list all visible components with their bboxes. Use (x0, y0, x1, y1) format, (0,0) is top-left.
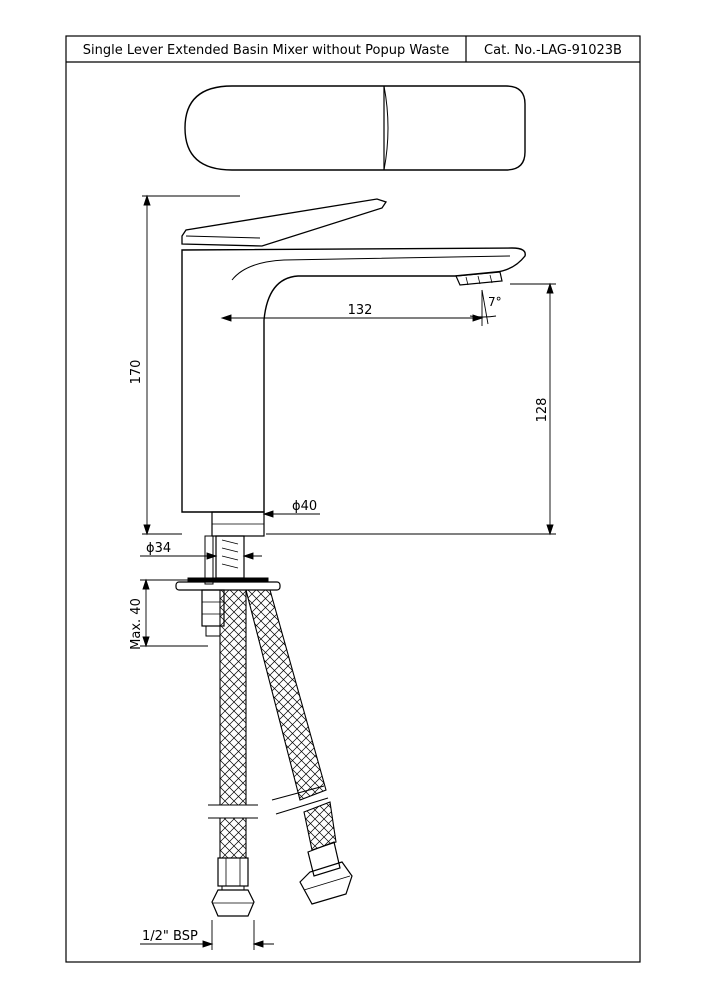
flexible-hoses (208, 589, 353, 917)
dim-height-170: 170 (129, 360, 144, 385)
dim-connection-bsp: 1/2" BSP (142, 929, 198, 944)
drawing-frame (65, 35, 641, 963)
dim-angle-7: 7° (488, 295, 502, 309)
dim-max-40: Max. 40 (129, 598, 144, 650)
faucet-side-view (175, 198, 526, 637)
catalog-number: Cat. No.-LAG-91023B (484, 43, 622, 58)
dim-reach-132: 132 (348, 303, 373, 318)
product-title: Single Lever Extended Basin Mixer withou… (83, 43, 449, 58)
dim-diameter-34: ϕ34 (146, 541, 171, 556)
top-view (184, 85, 526, 171)
dim-height-128: 128 (535, 398, 550, 423)
dim-diameter-40: ϕ40 (292, 499, 317, 514)
dimension-lines (140, 194, 556, 950)
